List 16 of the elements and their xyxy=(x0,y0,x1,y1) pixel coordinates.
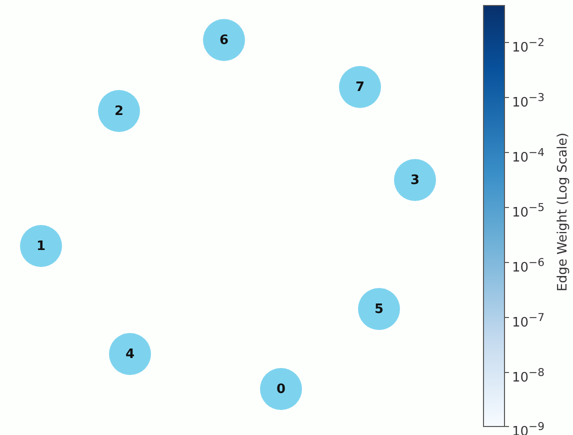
node-circle: 6 xyxy=(203,19,245,61)
tick-label: 10$^{−2}$ xyxy=(512,36,545,56)
tick-label: 10$^{−8}$ xyxy=(512,366,545,386)
tick-label: 10$^{−3}$ xyxy=(512,91,545,110)
tick-label: 10$^{−4}$ xyxy=(512,146,545,166)
node-circle: 2 xyxy=(98,90,140,132)
node-circle: 1 xyxy=(20,225,62,267)
node-circle: 3 xyxy=(394,159,436,201)
node-circle: 5 xyxy=(358,288,400,330)
tick-label: 10$^{−5}$ xyxy=(512,201,545,220)
tick-label: 10$^{−6}$ xyxy=(512,256,545,276)
tick-label: 10$^{−7}$ xyxy=(512,311,545,330)
node-circle: 4 xyxy=(109,333,151,375)
node-circle: 7 xyxy=(339,66,381,108)
node-circle: 0 xyxy=(260,368,302,410)
colorbar-label: Edge Weight (Log Scale) xyxy=(556,132,570,292)
